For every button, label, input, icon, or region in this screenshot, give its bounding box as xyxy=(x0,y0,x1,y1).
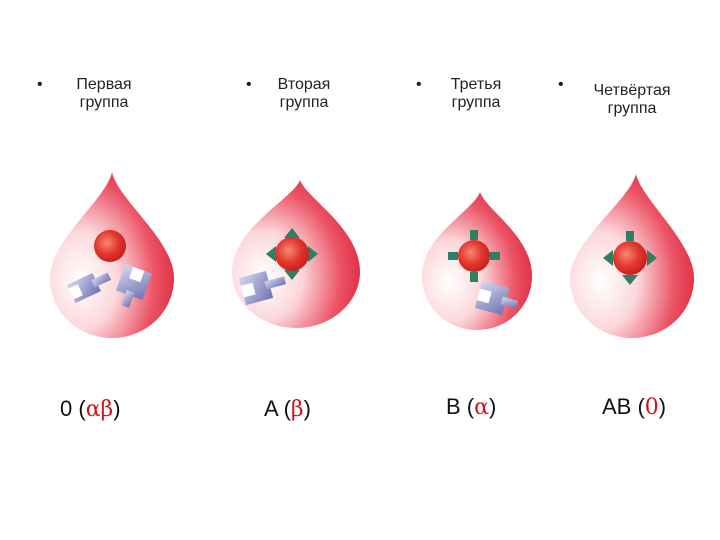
antibody-wrench-icon xyxy=(67,272,112,303)
group-title: Третья группа xyxy=(440,76,512,112)
red-blood-cell-with-antigen-b xyxy=(448,230,500,282)
bullet: • xyxy=(37,76,43,93)
label-end: ) xyxy=(113,396,121,421)
red-blood-cell-icon xyxy=(94,230,126,262)
antibody-wrench-icon xyxy=(474,280,519,316)
group-title-line2: группа xyxy=(79,94,129,111)
group-title-line1: Первая xyxy=(76,76,132,93)
label-antibodies: αβ xyxy=(85,397,114,422)
label-end: ) xyxy=(658,394,667,419)
group-title: Четвёртая группа xyxy=(582,82,682,118)
blood-type-label: AB (0) xyxy=(602,394,666,420)
label-main: B ( xyxy=(446,394,475,419)
blood-drop-icon xyxy=(232,180,360,328)
blood-drop-icon xyxy=(422,192,532,330)
group-2-column: • Вторая группа A (β) xyxy=(180,0,360,540)
label-end: ) xyxy=(488,394,497,419)
label-antibodies: β xyxy=(290,397,304,422)
group-title-line1: Вторая xyxy=(277,76,331,93)
group-3-column: • Третья группа B (α) xyxy=(360,0,540,540)
group-4-column: • Четвёртая группа AB (0) xyxy=(540,0,720,540)
bullet: • xyxy=(416,76,422,93)
blood-drop-icon xyxy=(570,174,694,338)
group-1-column: • Первая группа 0 (αβ) xyxy=(0,0,180,540)
group-title-line2: группа xyxy=(607,100,657,117)
bullet: • xyxy=(558,76,564,93)
blood-type-label: B (α) xyxy=(446,394,496,420)
red-blood-cell-with-antigen-ab xyxy=(603,231,657,285)
blood-type-label: 0 (αβ) xyxy=(60,396,121,422)
blood-drop-icon xyxy=(50,172,174,338)
antibody-wrench-icon xyxy=(116,264,152,308)
label-main: 0 ( xyxy=(60,396,86,421)
label-main: A ( xyxy=(264,396,291,421)
group-title: Вторая группа xyxy=(268,76,340,112)
label-main: AB ( xyxy=(602,394,645,419)
group-title-line1: Третья xyxy=(450,76,502,93)
red-blood-cell-with-antigen-a xyxy=(266,228,318,280)
blood-type-label: A (β) xyxy=(264,396,311,422)
label-antibodies: α xyxy=(474,395,489,420)
label-antibodies: 0 xyxy=(644,395,659,420)
group-title-line1: Четвёртая xyxy=(593,82,671,99)
bullet: • xyxy=(246,76,252,93)
group-title: Первая группа xyxy=(68,76,140,112)
group-title-line2: группа xyxy=(279,94,329,111)
group-title-line2: группа xyxy=(451,94,501,111)
antibody-wrench-icon xyxy=(238,270,287,306)
label-end: ) xyxy=(303,396,311,421)
